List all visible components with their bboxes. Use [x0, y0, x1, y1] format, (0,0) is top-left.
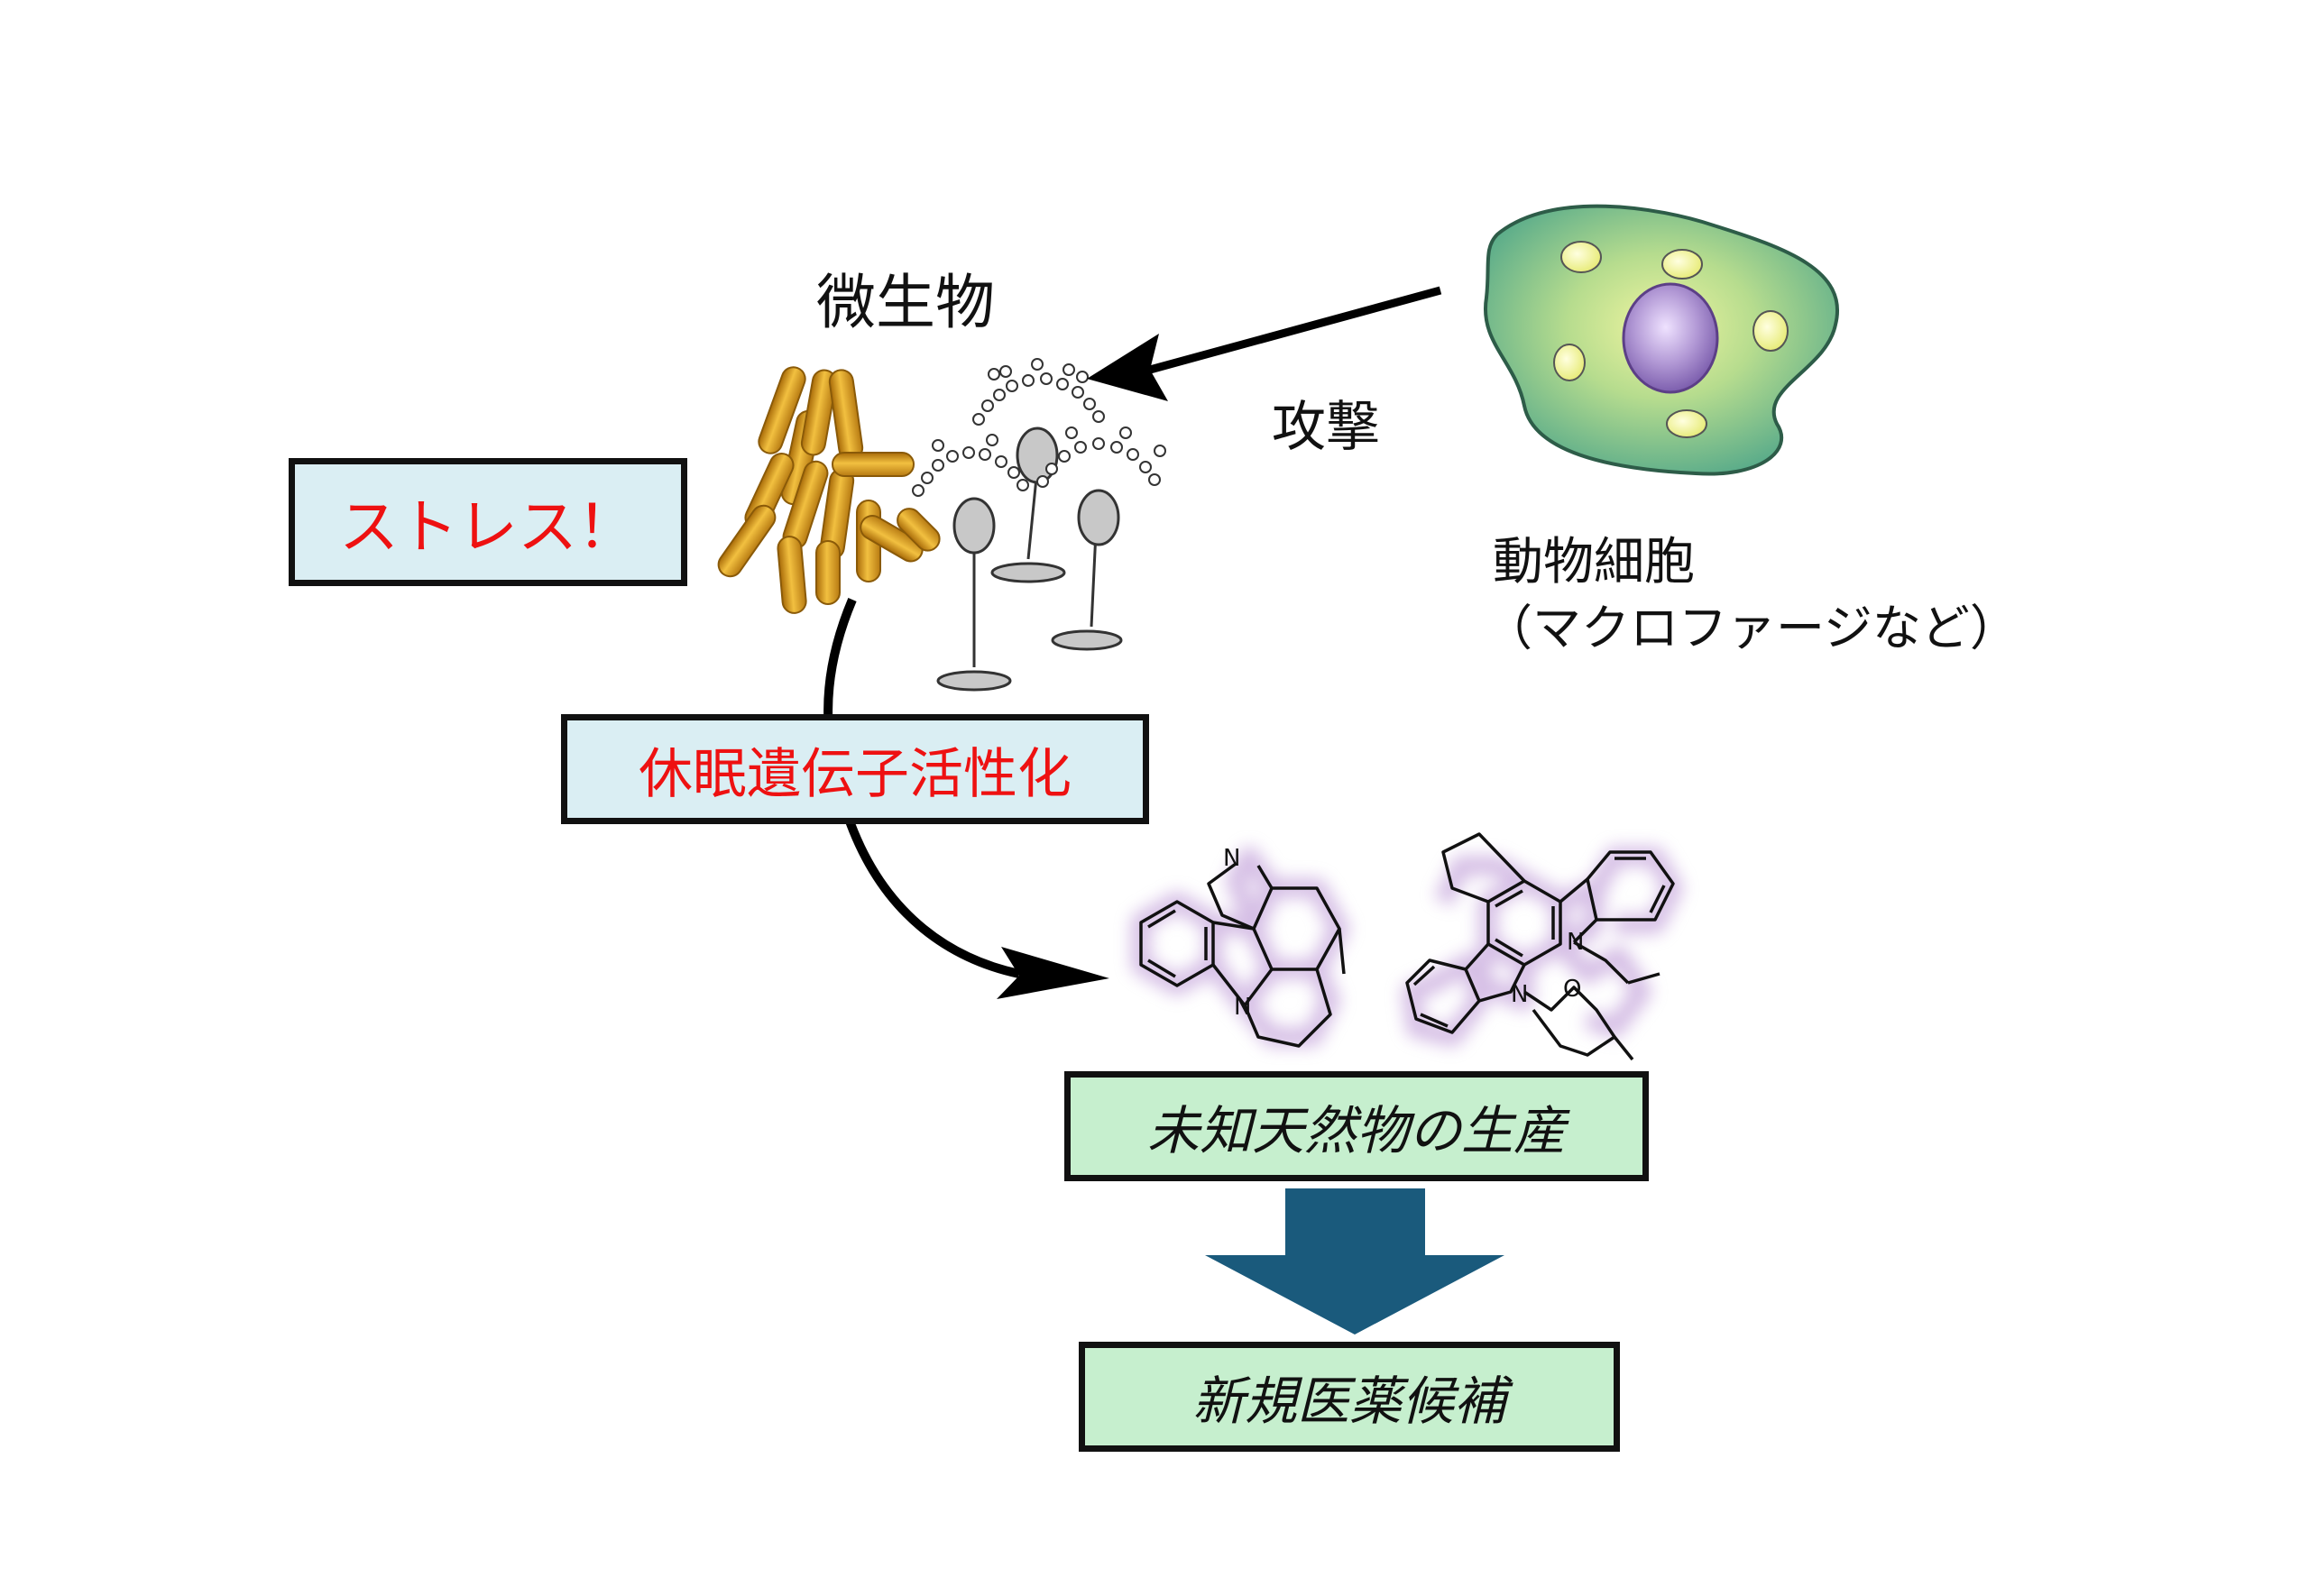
- dormant-gene-box: 休眠遺伝子活性化: [561, 714, 1149, 824]
- molecule-2-structure: [1402, 832, 1683, 1061]
- attack-arrow: [1148, 286, 1442, 374]
- atom-o-1: O: [1563, 976, 1582, 1003]
- stress-text: ストレス！: [339, 492, 637, 562]
- atom-n-2: N: [1234, 994, 1252, 1021]
- stress-box: ストレス！: [289, 458, 687, 586]
- attack-label: 攻撃: [1272, 396, 1380, 459]
- fungi-spores: [912, 358, 1166, 497]
- bacteria-illustration: [717, 366, 941, 614]
- activation-arrowhead: [997, 947, 1109, 999]
- drug-candidates-text: 新規医薬候補: [1191, 1371, 1506, 1432]
- atom-n-1: N: [1223, 845, 1241, 872]
- dormant-gene-text: 休眠遺伝子活性化: [639, 742, 1072, 806]
- drug-candidates-box: 新規医薬候補: [1079, 1342, 1620, 1452]
- animal-cell-illustration: [1483, 204, 1839, 476]
- atom-n-3: N: [1567, 929, 1585, 956]
- result-arrow: [1205, 1188, 1504, 1335]
- animal-cell-note: （マクロファージなど）: [1484, 600, 2019, 656]
- unknown-products-box: 未知天然物の生産: [1064, 1071, 1649, 1181]
- atom-n-4: N: [1511, 981, 1529, 1008]
- fungi-illustration: [936, 427, 1123, 692]
- attack-arrowhead: [1087, 334, 1168, 401]
- microbe-label: 微生物: [816, 268, 995, 337]
- animal-cell-label: 動物細胞: [1493, 533, 1695, 592]
- unknown-products-text: 未知天然物の生産: [1146, 1100, 1566, 1161]
- molecule-1-structure: [1131, 847, 1349, 1048]
